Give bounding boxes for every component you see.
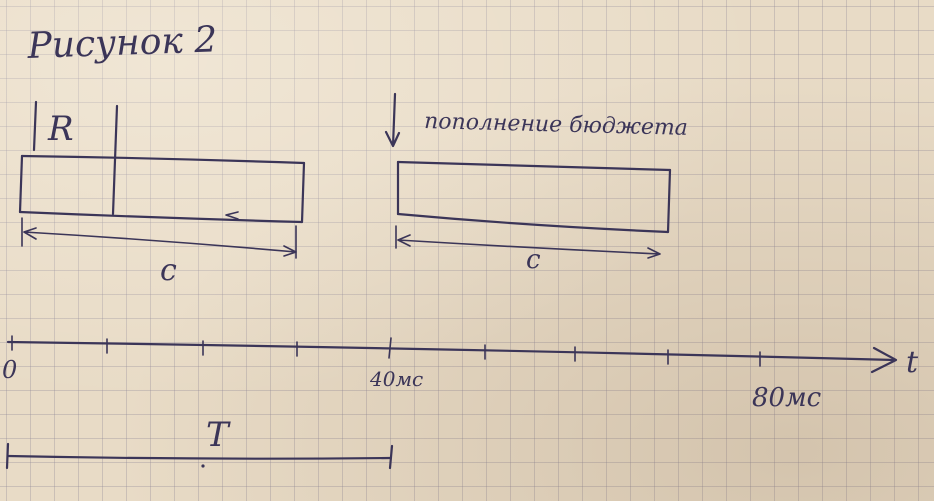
time-axis: [6, 335, 898, 374]
label-c-left: c: [160, 253, 177, 288]
refill-arrow: [384, 92, 401, 148]
time-axis-arrowhead: [870, 346, 898, 374]
r-tick-mark: [32, 100, 38, 152]
c-span-left-arrow: [23, 227, 297, 257]
block-right-right-edge: [666, 168, 672, 234]
block-left-left-edge: [18, 154, 24, 214]
time-axis-line: [6, 340, 896, 362]
block-left-top-edge: [20, 154, 306, 165]
period-span: [5, 442, 394, 470]
figure-title: Рисунок 2: [26, 19, 218, 67]
period-span-ticks: [5, 442, 394, 470]
axis-mark-40: 40мс: [369, 367, 423, 391]
budget-block-right: [384, 92, 672, 259]
c-span-right-arrow: [397, 234, 661, 259]
label-r: R: [47, 109, 74, 149]
axis-variable-t: t: [906, 345, 919, 380]
small-arrow-mark: [225, 211, 239, 220]
label-budget-refill: пополнение бюджета: [424, 109, 688, 141]
period-span-line: [6, 454, 392, 460]
block-left-divider: [111, 104, 119, 216]
axis-mark-80: 80мс: [752, 383, 822, 413]
period-dot: [201, 464, 205, 468]
block-right-top-edge: [396, 160, 672, 172]
label-period-t: T: [206, 415, 231, 455]
c-span-left-ticks: [21, 217, 297, 259]
time-axis-ticks: [11, 335, 761, 367]
block-right-bottom-edge: [396, 212, 670, 234]
axis-zero-label: 0: [2, 356, 17, 384]
block-left-right-edge: [300, 161, 306, 224]
budget-block-left: [18, 100, 306, 259]
block-left-bottom-edge: [18, 210, 304, 224]
label-c-right: c: [526, 245, 541, 275]
